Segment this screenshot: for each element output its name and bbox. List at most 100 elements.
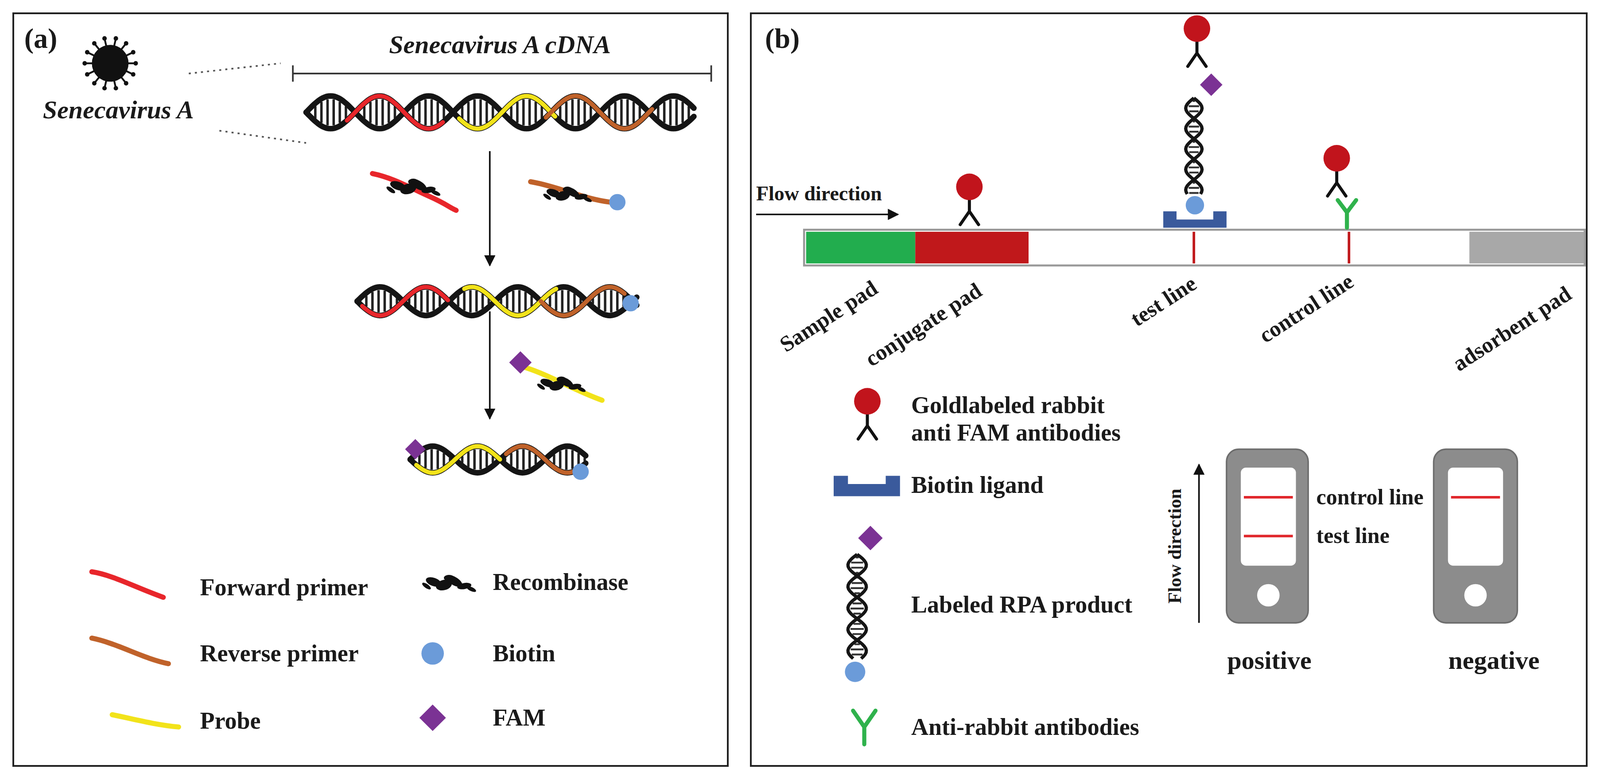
recombinase-lobe — [385, 185, 397, 195]
dotted-line — [219, 130, 307, 144]
y-antibody — [1337, 199, 1356, 228]
virus-spike-tip — [113, 85, 119, 91]
dna-strand — [357, 286, 637, 315]
bound-oligo — [416, 446, 501, 473]
part-label: negative — [1448, 645, 1540, 676]
antibody-y — [960, 198, 979, 225]
reverse-primer — [530, 181, 611, 202]
biotin-sample — [421, 641, 444, 665]
virus-spike-tip — [124, 41, 129, 46]
negative-cassette — [1433, 449, 1518, 623]
part-label: adsorbent pad — [1448, 280, 1577, 377]
recombinase-lobe — [576, 385, 587, 393]
part-label: Senecavirus A cDNA — [388, 30, 611, 60]
rpa-product-helix — [1185, 97, 1203, 195]
part-label: Senecavirus A — [42, 95, 195, 125]
fam-diamond — [858, 525, 883, 550]
recombinase-lobe — [556, 376, 567, 382]
dna-helix — [410, 446, 586, 473]
gold-antibody — [854, 387, 881, 439]
virus-spike-tip — [92, 41, 97, 46]
recombinase-lobe — [535, 382, 546, 391]
biotin-dot — [622, 295, 639, 312]
probe-sample — [112, 714, 179, 727]
gold-particle — [1183, 15, 1211, 43]
dna-strand — [306, 96, 694, 129]
cassette-body — [1433, 449, 1518, 623]
bracket-tick — [291, 65, 294, 82]
anti-rabbit-sample — [853, 710, 876, 744]
y-antibody — [853, 710, 876, 744]
probe — [525, 367, 602, 400]
legend-label: FAM — [493, 703, 546, 731]
dna-strand — [357, 286, 637, 315]
fam-diamond — [1200, 73, 1223, 97]
gold-particle — [955, 173, 983, 201]
panel-label: (b) — [765, 22, 800, 55]
bracket-line — [292, 72, 711, 75]
flow-arrow — [756, 213, 898, 216]
zoom-lines — [188, 63, 307, 144]
part-label: Flow direction — [756, 182, 882, 206]
gold-particle — [854, 387, 881, 415]
gold-particle — [1323, 144, 1351, 172]
gold-antibody — [1323, 144, 1351, 196]
bound-oligo — [459, 96, 556, 129]
legend-label: Recombinase — [493, 567, 629, 596]
virus-icon — [82, 36, 138, 91]
fam-diamond — [405, 438, 426, 460]
reverse-primer-sample — [91, 637, 169, 664]
part-label: Sample pad — [775, 275, 883, 358]
dotted-line — [188, 63, 281, 74]
dna-strand — [847, 554, 867, 659]
recombinase-lobe — [582, 195, 593, 203]
dna-strand — [847, 554, 867, 659]
virus-spike-tip — [92, 81, 97, 86]
legend-label: Biotin ligand — [911, 470, 1044, 499]
bound-oligo — [362, 286, 449, 315]
legend-label: Anti-rabbit antibodies — [911, 712, 1140, 741]
recombinase-lobe — [562, 186, 572, 192]
biotin-dot — [1185, 195, 1204, 214]
bound-oligo — [346, 96, 443, 129]
adsorbent-pad — [1469, 231, 1584, 264]
panel-label: (a) — [24, 22, 58, 55]
bound-oligo — [545, 96, 653, 129]
virus-capsid — [91, 44, 129, 82]
forward-primer-sample — [91, 571, 164, 598]
legend-samples — [91, 571, 179, 727]
down-arrow — [489, 151, 491, 266]
virus-spike-tip — [85, 72, 90, 77]
forward-primer — [372, 173, 457, 211]
test-line-mark — [1192, 231, 1196, 264]
recombinase-lobe — [407, 178, 419, 185]
part-label: positive — [1227, 645, 1312, 676]
sample-pad — [806, 231, 916, 264]
strip-body — [803, 229, 1585, 266]
virus-spike-tip — [124, 81, 129, 86]
recombinase-lobe — [421, 581, 432, 591]
recombinase-symbol — [542, 184, 593, 203]
control-band — [1451, 495, 1501, 499]
rpa-product-helix — [847, 554, 867, 659]
part-label: Flow direction — [1163, 488, 1185, 604]
virus-spike-tip — [133, 61, 138, 66]
down-arrow — [489, 311, 491, 419]
biotin-dot — [844, 661, 866, 682]
bracket-tick — [710, 65, 713, 82]
test-strip — [803, 229, 1585, 266]
virus-spike-tip — [113, 36, 119, 41]
recombinase-lobe — [542, 192, 552, 202]
virus-spike-tip — [102, 85, 107, 91]
legend-label: Biotin — [493, 639, 556, 667]
dna-strand — [410, 446, 586, 473]
recombinase-lobe — [430, 188, 442, 197]
antibody-y — [1187, 40, 1206, 67]
legend-label: Probe — [200, 706, 261, 734]
recombinase-symbol — [535, 374, 587, 393]
recombinase-symbol — [421, 572, 478, 593]
dna-helix — [357, 286, 637, 315]
gold-antibody — [955, 173, 983, 225]
dna-strand — [410, 446, 586, 473]
fam-diamond — [508, 350, 532, 374]
